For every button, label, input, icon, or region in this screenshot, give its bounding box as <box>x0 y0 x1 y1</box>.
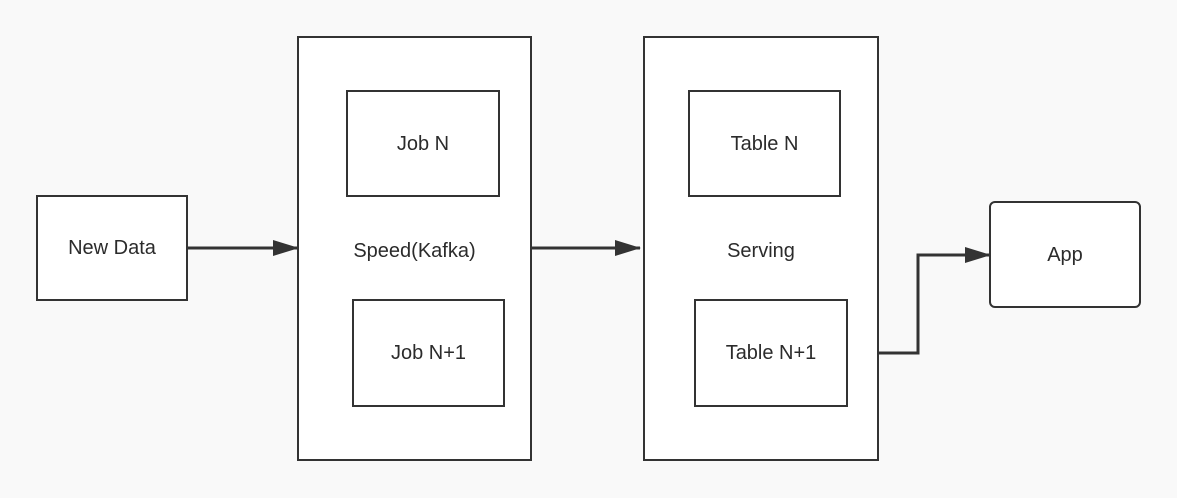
table-n-plus-1-label: Table N+1 <box>725 342 817 364</box>
job-n-node: Job N <box>346 90 500 197</box>
speed-layer-label: Speed(Kafka) <box>353 240 476 262</box>
job-n-plus-1-label: Job N+1 <box>390 342 467 364</box>
new-data-node: New Data <box>36 195 188 301</box>
table-n-plus-1-node: Table N+1 <box>694 299 848 407</box>
table-n-node: Table N <box>688 90 841 197</box>
app-label: App <box>1047 243 1083 266</box>
job-n-plus-1-node: Job N+1 <box>352 299 505 407</box>
new-data-label: New Data <box>68 237 156 259</box>
job-n-label: Job N <box>396 132 450 155</box>
serving-layer-label: Serving <box>727 240 795 262</box>
app-node: App <box>989 201 1141 308</box>
table-n-label: Table N <box>730 132 799 155</box>
